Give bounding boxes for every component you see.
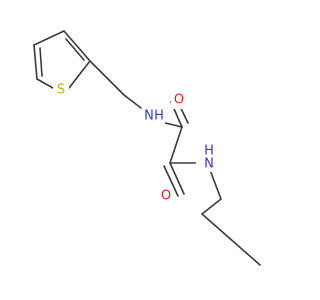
oxygen-label-2: O (161, 189, 171, 204)
bond-chain-2 (201, 198, 222, 215)
sulfur-label: S (57, 83, 65, 98)
bond-ch2-nh-1 (123, 94, 142, 109)
nitrogen-label-2-bg (196, 152, 220, 172)
nitrogen-label-2: N (204, 157, 214, 172)
ring-bond-c2-c3 (33, 44, 38, 80)
bond-chain-4 (234, 242, 261, 266)
ring-bond-c4-c5-inner (65, 38, 85, 61)
bond-carbonyl-carbonyl (169, 126, 183, 164)
hydrogen-label-1: H (154, 109, 164, 124)
oxygen-label-2-bg (158, 188, 172, 203)
nitrogen-label-1-bg (141, 109, 165, 125)
hydrogen-label-2: H (204, 144, 214, 159)
ring-bond-c5-s (68, 60, 91, 89)
bond-nh-chain-1 (209, 169, 222, 200)
bond-carbonyl-oxygen-2-inner (163, 165, 179, 197)
bond-carbonyl-oxygen-2 (169, 162, 185, 195)
ring-bond-c2-c3-inner (39, 47, 43, 77)
ring-bond-c4-c5 (63, 30, 91, 62)
bond-chain-3 (201, 213, 236, 244)
ring-bond-c3-c4 (33, 30, 65, 46)
sulfur-label-bg (53, 82, 69, 98)
nitrogen-label-1: N (144, 109, 154, 124)
oxygen-label-1: O (174, 93, 184, 108)
oxygen-label-1-bg (171, 94, 185, 109)
chemical-structure-diagram: S N H O O H N (33, 30, 261, 266)
structure-canvas: S N H O O H N (33, 30, 261, 266)
bond-ring-ch2 (89, 60, 125, 96)
